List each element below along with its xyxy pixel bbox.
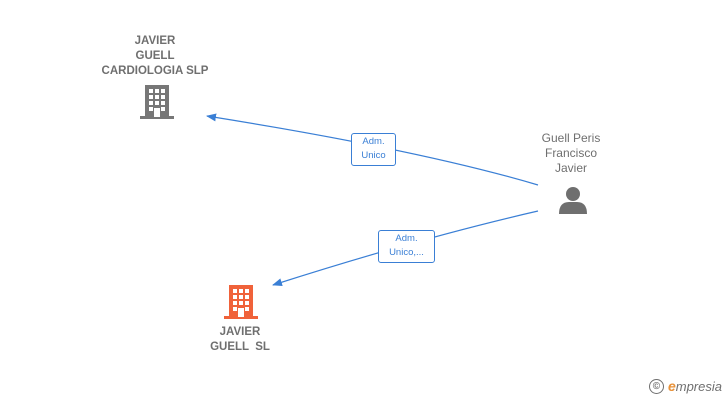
company-bottom-name: JAVIER GUELL SL: [210, 326, 270, 353]
edge-label-top[interactable]: Adm. Unico: [351, 133, 396, 166]
brand-watermark: © empresia: [648, 378, 722, 394]
company-top-name: JAVIER GUELL CARDIOLOGIA SLP: [101, 35, 209, 77]
building-icon[interactable]: [140, 84, 174, 120]
copyright-icon: ©: [648, 378, 664, 394]
person-name: Guell Peris Francisco Javier: [541, 131, 601, 175]
person-icon[interactable]: [558, 185, 588, 215]
edge-person-to-company-top: [206, 113, 539, 186]
building-icon[interactable]: [224, 284, 258, 320]
edge-label-bottom[interactable]: Adm. Unico,...: [378, 230, 435, 263]
brand-name: empresia: [667, 378, 722, 394]
